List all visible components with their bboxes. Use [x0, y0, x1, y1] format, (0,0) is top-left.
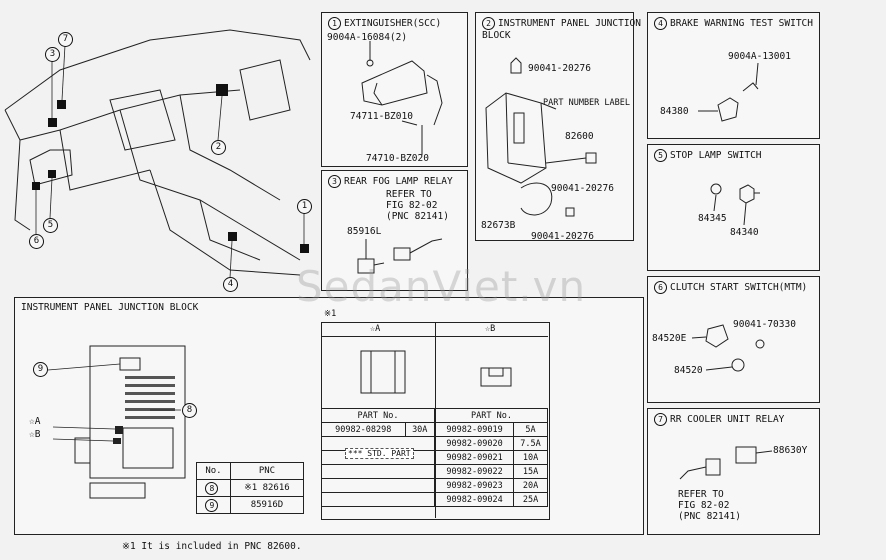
panel-3-title: REAR FOG LAMP RELAY	[344, 176, 453, 187]
fuse-b-amp: 7.5A	[513, 436, 548, 451]
footnote: ※1 It is included in PNC 82600.	[122, 541, 302, 552]
fuse-b-part: 90982-09021	[434, 450, 515, 465]
panel-3-number: 3	[328, 175, 341, 188]
callout-9: 9	[33, 362, 48, 377]
star-b-label: ☆B	[29, 429, 41, 440]
extinguisher-illustration	[361, 41, 443, 155]
part-82673B: 82673B	[481, 220, 516, 231]
relay-illustration	[357, 238, 443, 274]
clutch-switch-illustration	[691, 324, 765, 372]
part-85916L: 85916L	[347, 226, 382, 237]
dashboard-illustration	[4, 29, 311, 279]
panel-6-title: CLUTCH START SWITCH(MTM)	[670, 282, 808, 293]
fuse-b-part: 90982-09019	[434, 422, 515, 437]
junction-block-illustration	[485, 57, 597, 217]
panel-2-title: INSTRUMENT PANEL JUNCTION BLOCK	[482, 18, 641, 41]
pnc-table: No.PNC 8 ※1 82616 9 85916D	[196, 462, 305, 514]
fuse-a-part: 90982-08298	[321, 422, 406, 437]
panel-ipjb-detail: INSTRUMENT PANEL JUNCTION BLOCK 9 8 ☆A ☆…	[14, 297, 644, 535]
fuse-b-part: 90982-09023	[434, 478, 515, 493]
callout-5: 5	[43, 218, 58, 233]
panel-1-number: 1	[328, 17, 341, 30]
callout-7: 7	[58, 32, 73, 47]
cooler-relay-illustration	[679, 446, 773, 480]
part-74710-BZ020: 74710-BZ020	[366, 153, 429, 164]
ipjb-illustration	[47, 345, 186, 499]
part-9004A-16084: 9004A-16084(2)	[327, 32, 408, 43]
panel-5-number: 5	[654, 149, 667, 162]
pnc-row-no: 8	[205, 481, 219, 495]
part-84380: 84380	[660, 106, 689, 117]
panel-1-title: EXTINGUISHER(SCC)	[344, 18, 442, 29]
fuse-b-part: 90982-09024	[434, 492, 515, 507]
stop-lamp-switch-illustration	[710, 183, 760, 226]
refer-to-fig-82-02-b: REFER TO FIG 82-02 (PNC 82141)	[678, 489, 741, 522]
fuse-b-amp: 20A	[513, 478, 548, 493]
pnc-hdr-pnc: PNC	[229, 462, 305, 480]
fuse-hdr-part-b: PART No.	[435, 408, 548, 423]
pnc-row-value: ※1 82616	[229, 479, 305, 497]
pnc-row-no: 9	[205, 498, 219, 512]
panel-6-number: 6	[654, 281, 667, 294]
part-84345: 84345	[698, 213, 727, 224]
part-84520E: 84520E	[652, 333, 687, 344]
callout-2: 2	[211, 140, 226, 155]
part-9004A-13001: 9004A-13001	[728, 51, 791, 62]
panel-5-title: STOP LAMP SWITCH	[670, 150, 762, 161]
fuse-b-amp: 10A	[513, 450, 548, 465]
part-84520: 84520	[674, 365, 703, 376]
part-74711-BZ010: 74711-BZ010	[350, 111, 413, 122]
panel-4-number: 4	[654, 17, 667, 30]
callout-4: 4	[223, 277, 238, 292]
panel-7-number: 7	[654, 413, 667, 426]
part-number-label: PART NUMBER LABEL	[543, 98, 630, 108]
std-part-note: *** STD. PART	[345, 448, 414, 459]
fuse-b-amp: 5A	[513, 422, 548, 437]
refer-to-fig-82-02: REFER TO FIG 82-02 (PNC 82141)	[386, 189, 449, 222]
fuse-a-amp: 30A	[404, 422, 435, 437]
brake-switch-illustration	[698, 62, 759, 122]
part-90041-20276-a: 90041-20276	[528, 63, 591, 74]
part-82600: 82600	[565, 131, 594, 142]
part-84340: 84340	[730, 227, 759, 238]
part-88630Y: 88630Y	[773, 445, 808, 456]
panel-7-title: RR COOLER UNIT RELAY	[670, 414, 785, 425]
callout-3: 3	[45, 47, 60, 62]
ipjb-title: INSTRUMENT PANEL JUNCTION BLOCK	[21, 302, 199, 313]
fuse-b-amp: 15A	[513, 464, 548, 479]
fuse-hdr-part-a: PART No.	[321, 408, 435, 423]
fuse-col-b: ☆B	[485, 324, 496, 334]
pnc-row-value: 85916D	[229, 496, 305, 514]
fuse-note-mark: ※1	[324, 309, 337, 319]
callout-8: 8	[182, 403, 197, 418]
callout-1: 1	[297, 199, 312, 214]
star-a-label: ☆A	[29, 416, 41, 427]
part-90041-20276-b: 90041-20276	[551, 183, 614, 194]
watermark-text: SedanViet.vn	[296, 262, 587, 311]
dashboard-overview: 7 3 2 1 5 6 4	[0, 0, 318, 292]
pnc-hdr-no: No.	[196, 462, 231, 480]
fuse-b-amp: 25A	[513, 492, 548, 507]
callout-6: 6	[29, 234, 44, 249]
panel-4-title: BRAKE WARNING TEST SWITCH	[670, 18, 813, 29]
part-90041-20276-c: 90041-20276	[531, 231, 594, 242]
fuse-b-part: 90982-09022	[434, 464, 515, 479]
part-90041-70330: 90041-70330	[733, 319, 796, 330]
fuse-col-a: ☆A	[370, 324, 381, 334]
fuse-b-part: 90982-09020	[434, 436, 515, 451]
